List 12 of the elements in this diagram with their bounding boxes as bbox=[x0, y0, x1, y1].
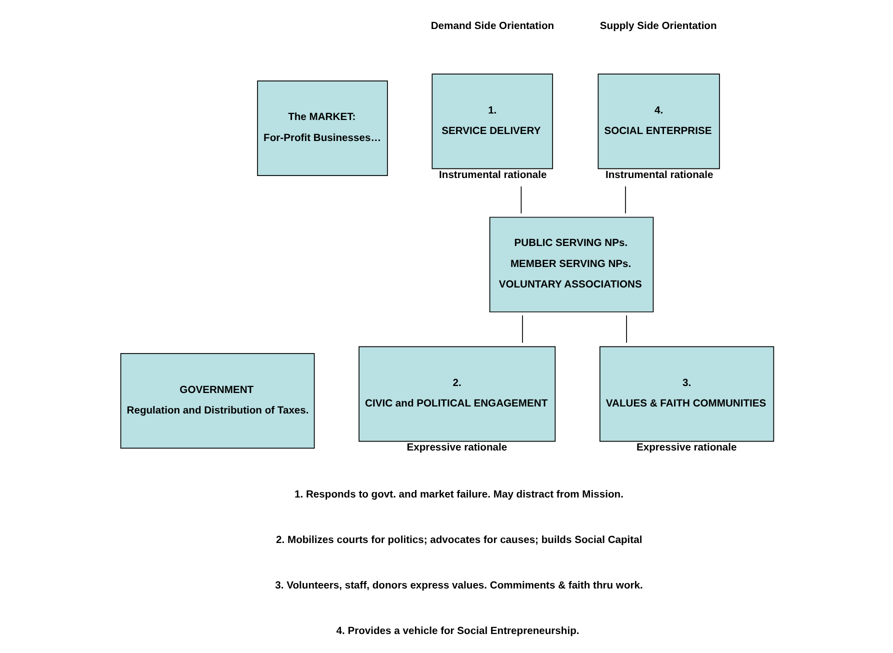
connector bbox=[624, 186, 626, 214]
label: 4. Provides a vehicle for Social Entrepreneurship. bbox=[336, 626, 579, 638]
node-label: Instrumental rationale bbox=[605, 170, 713, 181]
label: 3. Volunteers, staff, donors express values. Commiments & faith thru work. bbox=[274, 580, 642, 592]
label: Supply Side Orientation bbox=[599, 20, 716, 32]
node-label: Expressive rationale bbox=[406, 442, 507, 454]
label: Demand Side Orientation bbox=[430, 20, 554, 32]
label: 2. Mobilizes courts for politics; advocates for causes; builds Social Capital bbox=[276, 534, 642, 546]
label: 1. Responds to govt. and market failure. May distract from Mission. bbox=[294, 489, 623, 500]
node-label: Expressive rationale bbox=[636, 442, 736, 454]
connector bbox=[520, 186, 522, 214]
node-label: Instrumental rationale bbox=[438, 170, 546, 181]
